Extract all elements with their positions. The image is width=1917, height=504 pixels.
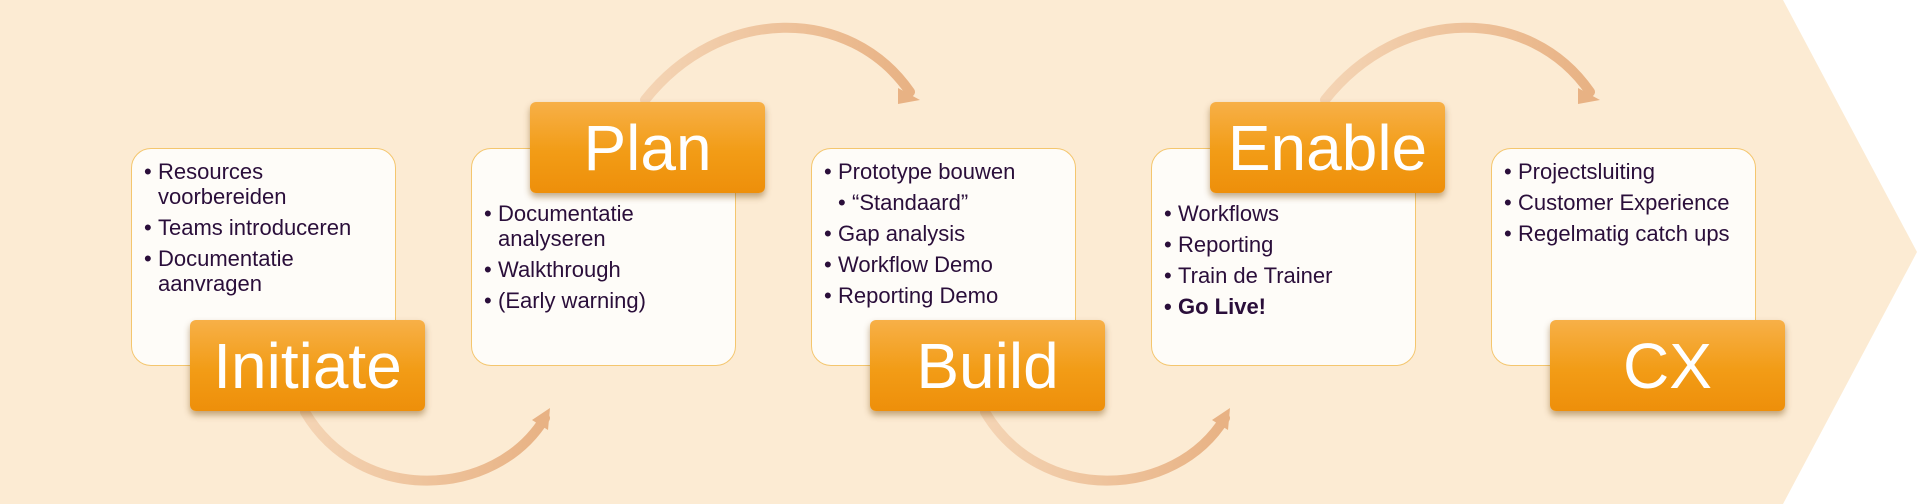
connector-arrow-build-enable bbox=[980, 407, 1230, 486]
connector-arrow-initiate-plan bbox=[300, 407, 550, 486]
list-item: Projectsluiting bbox=[1504, 159, 1745, 184]
connector-arrowhead-plan-build bbox=[898, 88, 920, 104]
card-cx: Projectsluiting Customer Experience Rege… bbox=[1491, 148, 1756, 366]
list-item: Train de Trainer bbox=[1164, 263, 1405, 288]
list-item: Go Live! bbox=[1164, 294, 1405, 319]
list-item: Documentatie analyseren bbox=[484, 201, 725, 251]
connector-arrowhead-initiate-plan bbox=[532, 408, 550, 430]
list-item: Documentatie aanvragen bbox=[144, 246, 385, 296]
list-item: Workflow Demo bbox=[824, 252, 1065, 277]
list-item: (Early warning) bbox=[484, 288, 725, 313]
list-item: Teams introduceren bbox=[144, 215, 385, 240]
list-item: Regelmatig catch ups bbox=[1504, 221, 1745, 246]
phase-enable: Enable bbox=[1210, 102, 1445, 193]
phase-build: Build bbox=[870, 320, 1105, 411]
list-item: Resources voorbereiden bbox=[144, 159, 385, 209]
list-item: Customer Experience bbox=[1504, 190, 1745, 215]
phase-plan: Plan bbox=[530, 102, 765, 193]
list-item: Reporting Demo bbox=[824, 283, 1065, 308]
list-item: Prototype bouwen bbox=[824, 159, 1065, 184]
connector-arrowhead-enable-cx bbox=[1578, 88, 1600, 104]
connector-arrowhead-build-enable bbox=[1212, 408, 1230, 430]
phase-cx: CX bbox=[1550, 320, 1785, 411]
list-item: Workflows bbox=[1164, 201, 1405, 226]
list-item: Gap analysis bbox=[824, 221, 1065, 246]
list-item: Reporting bbox=[1164, 232, 1405, 257]
connector-arrow-plan-build bbox=[640, 22, 915, 105]
phase-initiate: Initiate bbox=[190, 320, 425, 411]
list-item: Walkthrough bbox=[484, 257, 725, 282]
list-item: “Standaard” bbox=[838, 190, 1065, 215]
connector-arrow-enable-cx bbox=[1320, 22, 1595, 105]
